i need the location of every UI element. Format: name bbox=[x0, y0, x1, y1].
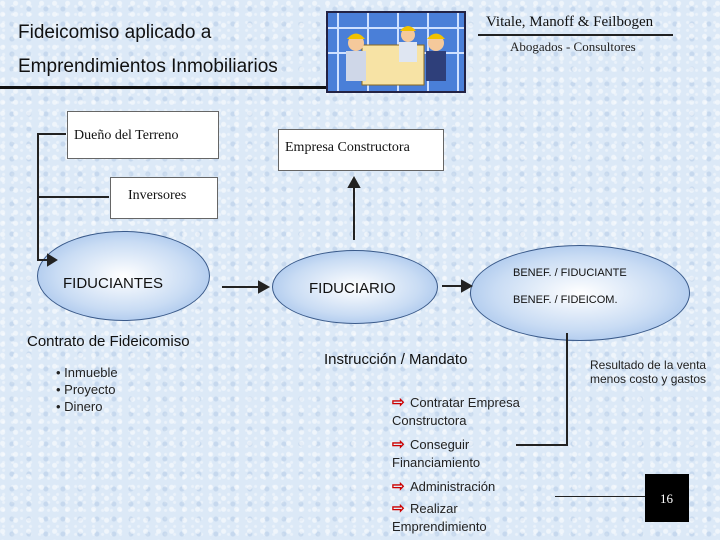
arrow-head-fiduciario bbox=[258, 280, 271, 294]
beneficiarios-ellipse: BENEF. / FIDUCIANTE BENEF. / FIDEICOM. bbox=[470, 245, 690, 341]
step-item: ⇨ Conseguir Financiamiento bbox=[392, 436, 562, 472]
title-line-2: Emprendimientos Inmobiliarios bbox=[18, 56, 278, 77]
benef-fideicom-label: BENEF. / FIDEICOM. bbox=[513, 294, 618, 306]
contrato-item: • Proyecto bbox=[56, 382, 116, 397]
contrato-item-label: Proyecto bbox=[64, 382, 116, 397]
firm-underline bbox=[478, 34, 673, 36]
empresa-box: Empresa Constructora bbox=[278, 129, 444, 171]
firm-name: Vitale, Manoff & Feilbogen bbox=[486, 14, 654, 30]
arrow-icon: ⇨ bbox=[392, 500, 405, 517]
dueno-label: Dueño del Terreno bbox=[74, 128, 179, 143]
resultado-line2: menos costo y gastos bbox=[590, 372, 707, 386]
step-line2: Constructora bbox=[392, 413, 467, 428]
connector-dueno-h bbox=[37, 133, 66, 135]
step-line1: Administración bbox=[410, 479, 496, 494]
resultado-line1: Resultado de la venta bbox=[590, 358, 707, 372]
contrato-item-label: Dinero bbox=[64, 399, 103, 414]
inversores-label: Inversores bbox=[128, 188, 187, 203]
arrow-head-empresa bbox=[347, 175, 361, 188]
header-underline bbox=[0, 86, 330, 89]
title-line-1: Fideicomiso aplicado a bbox=[18, 22, 212, 43]
fiduciantes-ellipse: FIDUCIANTES bbox=[37, 231, 210, 321]
arrow-icon: ⇨ bbox=[392, 436, 405, 453]
page-number-box: 16 bbox=[645, 474, 689, 522]
fiduciario-label: FIDUCIARIO bbox=[309, 280, 396, 297]
step-item: ⇨ Contratar Empresa Constructora bbox=[392, 394, 562, 430]
step-line1: Realizar bbox=[410, 501, 458, 516]
arrow-icon: ⇨ bbox=[392, 478, 405, 495]
instruccion-title: Instrucción / Mandato bbox=[324, 351, 468, 368]
fiduciantes-label: FIDUCIANTES bbox=[63, 275, 164, 292]
connector-result-h bbox=[516, 444, 568, 446]
connector-page-h bbox=[555, 496, 660, 497]
connector-inversores-h bbox=[37, 196, 109, 198]
contrato-item-label: Inmueble bbox=[64, 365, 118, 380]
contrato-title: Contrato de Fideicomiso bbox=[27, 333, 190, 350]
step-line1: Conseguir bbox=[410, 437, 470, 452]
firm-subtitle: Abogados - Consultores bbox=[510, 39, 636, 54]
step-item: ⇨ Realizar Emprendimiento bbox=[392, 500, 562, 536]
step-line1: Contratar Empresa bbox=[410, 395, 520, 410]
step-line2: Emprendimiento bbox=[392, 519, 487, 534]
inversores-box: Inversores bbox=[110, 177, 218, 219]
connector-result-v bbox=[566, 333, 568, 445]
contrato-item: • Inmueble bbox=[56, 365, 118, 380]
empresa-label: Empresa Constructora bbox=[285, 140, 410, 155]
fiduciario-ellipse: FIDUCIARIO bbox=[272, 250, 438, 324]
resultado-text: Resultado de la venta menos costo y gast… bbox=[590, 358, 706, 386]
page-number: 16 bbox=[660, 491, 673, 506]
benef-fiduciante-label: BENEF. / FIDUCIANTE bbox=[513, 267, 627, 279]
arrow-icon: ⇨ bbox=[392, 394, 405, 411]
construction-workers-picture bbox=[326, 11, 466, 93]
dueno-box: Dueño del Terreno bbox=[67, 111, 219, 159]
workers-illustration bbox=[328, 13, 464, 91]
contrato-list: • Inmueble • Proyecto • Dinero bbox=[56, 364, 118, 415]
instruccion-steps: ⇨ Contratar Empresa Constructora ⇨ Consegu… bbox=[392, 394, 562, 536]
step-item: ⇨ Administración bbox=[392, 478, 562, 496]
contrato-item: • Dinero bbox=[56, 399, 103, 414]
step-line2: Financiamiento bbox=[392, 455, 481, 470]
